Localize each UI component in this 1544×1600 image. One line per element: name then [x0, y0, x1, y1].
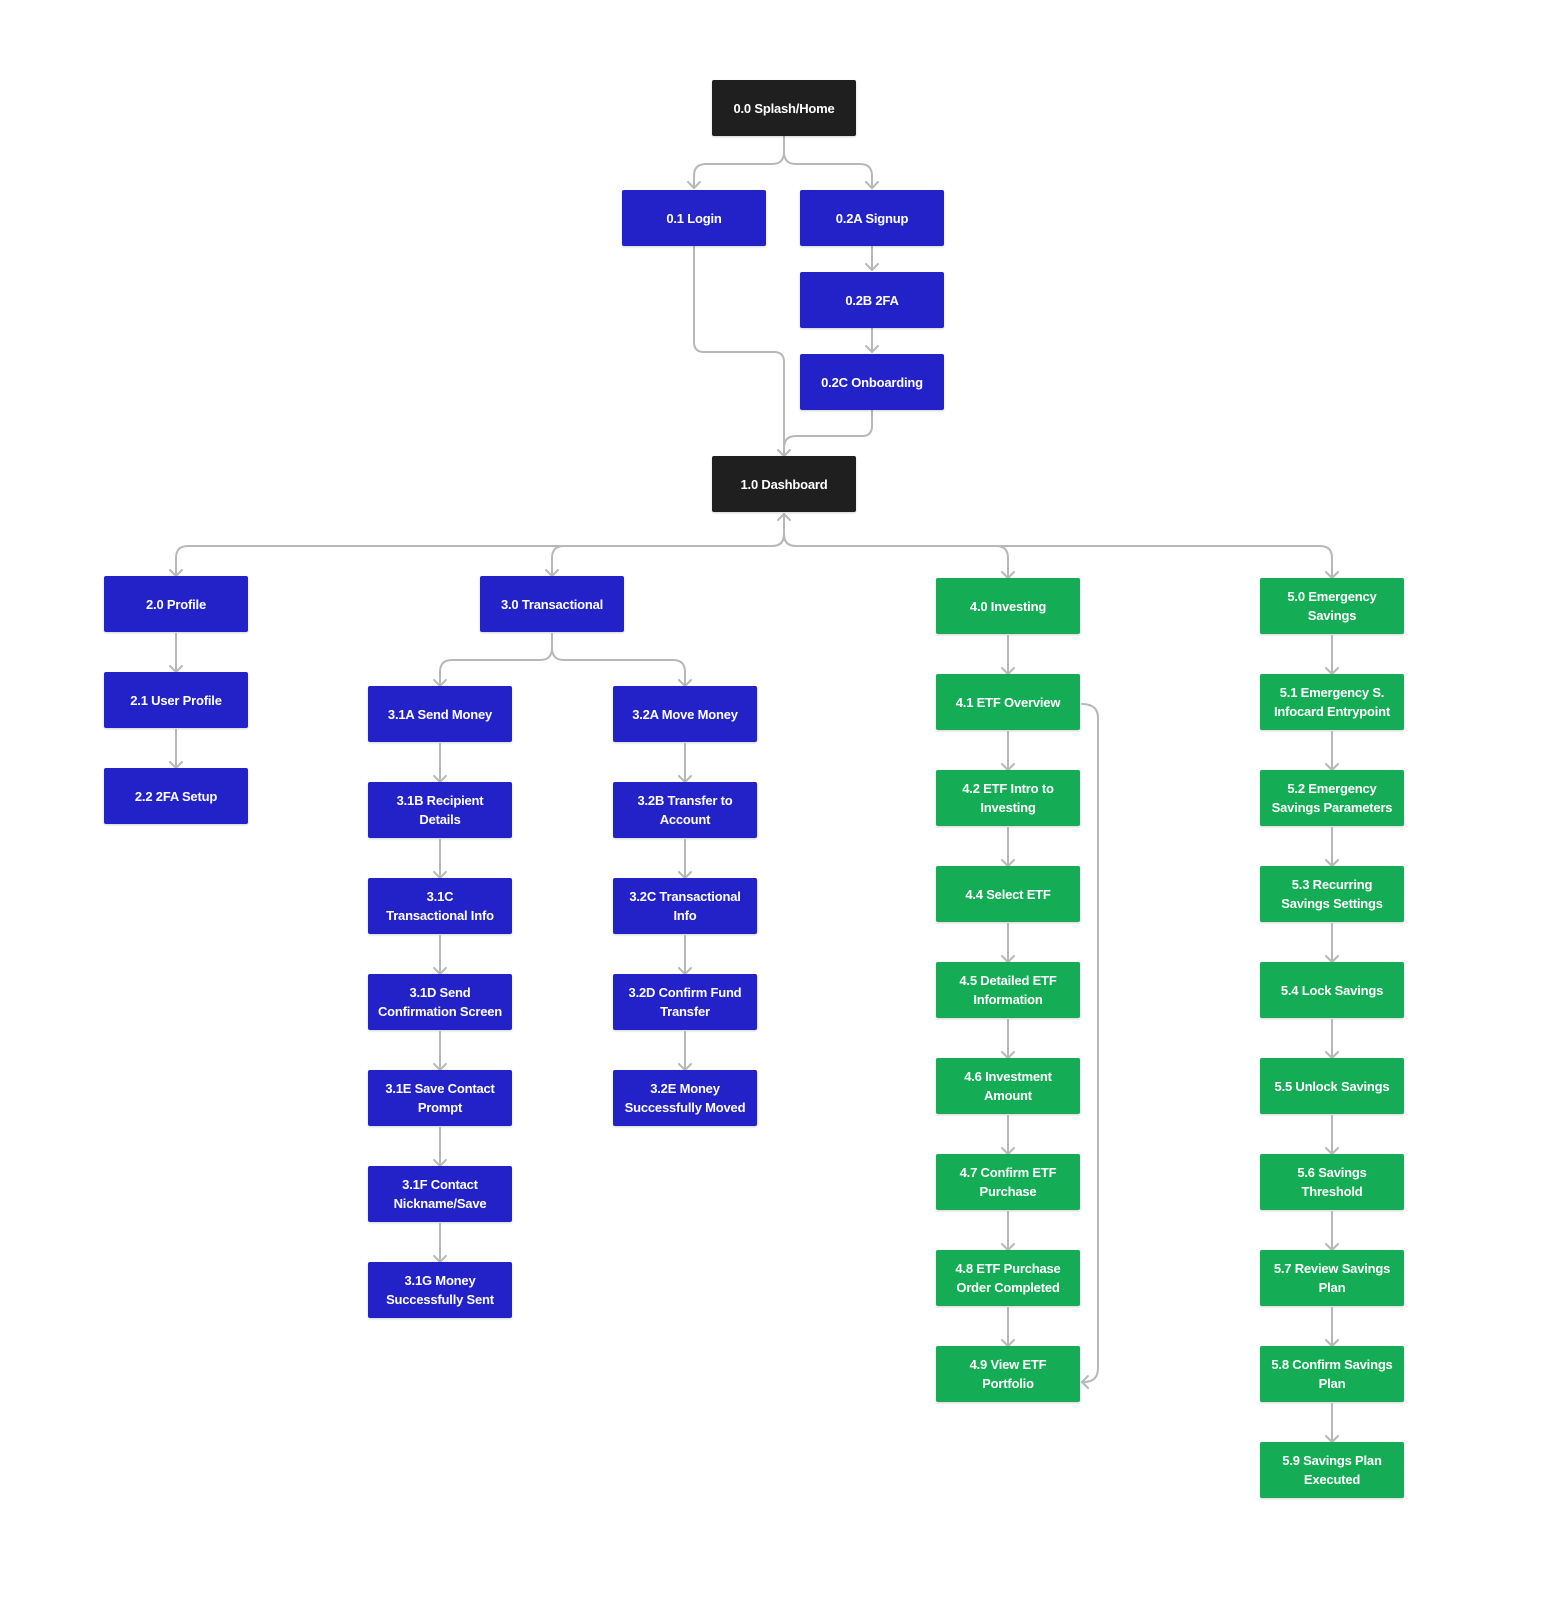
arrowhead-left: [1081, 1375, 1089, 1389]
node-confirm-etf-purchase[interactable]: 4.7 Confirm ETF Purchase: [936, 1154, 1080, 1210]
node-2fa[interactable]: 0.2B 2FA: [800, 272, 944, 328]
node-save-contact-prompt[interactable]: 3.1E Save Contact Prompt: [368, 1070, 512, 1126]
node-savings-parameters[interactable]: 5.2 Emergency Savings Parameters: [1260, 770, 1404, 826]
node-transactional[interactable]: 3.0 Transactional: [480, 576, 624, 632]
node-savings-plan-executed[interactable]: 5.9 Savings Plan Executed: [1260, 1442, 1404, 1498]
node-detailed-etf-info[interactable]: 4.5 Detailed ETF Information: [936, 962, 1080, 1018]
node-send-confirmation[interactable]: 3.1D Send Confirmation Screen: [368, 974, 512, 1030]
node-etf-intro[interactable]: 4.2 ETF Intro to Investing: [936, 770, 1080, 826]
connector-dashboard-to-transactional: [551, 533, 785, 577]
node-2fa-setup[interactable]: 2.2 2FA Setup: [104, 768, 248, 824]
node-etf-order-completed[interactable]: 4.8 ETF Purchase Order Completed: [936, 1250, 1080, 1306]
connector-dashboard-to-investing: [783, 533, 1009, 579]
node-money-sent[interactable]: 3.1G Money Successfully Sent: [368, 1262, 512, 1318]
node-view-etf-portfolio[interactable]: 4.9 View ETF Portfolio: [936, 1346, 1080, 1402]
arrowhead: [865, 345, 879, 353]
node-select-etf[interactable]: 4.4 Select ETF: [936, 866, 1080, 922]
connector-dashboard-to-emergency: [783, 533, 1333, 579]
node-move-money[interactable]: 3.2A Move Money: [613, 686, 757, 742]
node-lock-savings[interactable]: 5.4 Lock Savings: [1260, 962, 1404, 1018]
node-emergency-infocard[interactable]: 5.1 Emergency S. Infocard Entrypoint: [1260, 674, 1404, 730]
node-confirm-fund-transfer[interactable]: 3.2D Confirm Fund Transfer: [613, 974, 757, 1030]
connector-login-to-dashboard: [693, 245, 785, 457]
connector-splash-to-signup: [783, 151, 873, 189]
node-emergency-savings[interactable]: 5.0 Emergency Savings: [1260, 578, 1404, 634]
connector-onboarding-to-dashboard: [783, 409, 873, 457]
connector-transactional-to-send: [439, 633, 553, 687]
node-dashboard[interactable]: 1.0 Dashboard: [712, 456, 856, 512]
node-signup[interactable]: 0.2A Signup: [800, 190, 944, 246]
arrowhead: [687, 181, 701, 189]
connector-overview-to-portfolio: [1081, 703, 1099, 1383]
node-onboarding[interactable]: 0.2C Onboarding: [800, 354, 944, 410]
node-savings-threshold[interactable]: 5.6 Savings Threshold: [1260, 1154, 1404, 1210]
node-recurring-savings[interactable]: 5.3 Recurring Savings Settings: [1260, 866, 1404, 922]
node-investment-amount[interactable]: 4.6 Investment Amount: [936, 1058, 1080, 1114]
node-contact-nickname[interactable]: 3.1F Contact Nickname/Save: [368, 1166, 512, 1222]
node-investing[interactable]: 4.0 Investing: [936, 578, 1080, 634]
connector-transactional-to-move: [551, 647, 686, 687]
node-send-transactional-info[interactable]: 3.1C Transactional Info: [368, 878, 512, 934]
node-splash-home[interactable]: 0.0 Splash/Home: [712, 80, 856, 136]
node-recipient-details[interactable]: 3.1B Recipient Details: [368, 782, 512, 838]
node-confirm-savings-plan[interactable]: 5.8 Confirm Savings Plan: [1260, 1346, 1404, 1402]
node-login[interactable]: 0.1 Login: [622, 190, 766, 246]
node-transfer-to-account[interactable]: 3.2B Transfer to Account: [613, 782, 757, 838]
node-unlock-savings[interactable]: 5.5 Unlock Savings: [1260, 1058, 1404, 1114]
node-user-profile[interactable]: 2.1 User Profile: [104, 672, 248, 728]
connector-splash-to-login: [693, 135, 785, 189]
node-money-moved[interactable]: 3.2E Money Successfully Moved: [613, 1070, 757, 1126]
arrowhead: [865, 181, 879, 189]
node-etf-overview[interactable]: 4.1 ETF Overview: [936, 674, 1080, 730]
node-review-savings-plan[interactable]: 5.7 Review Savings Plan: [1260, 1250, 1404, 1306]
node-send-money[interactable]: 3.1A Send Money: [368, 686, 512, 742]
node-move-transactional-info[interactable]: 3.2C Transactional Info: [613, 878, 757, 934]
arrowhead: [865, 263, 879, 271]
node-profile[interactable]: 2.0 Profile: [104, 576, 248, 632]
